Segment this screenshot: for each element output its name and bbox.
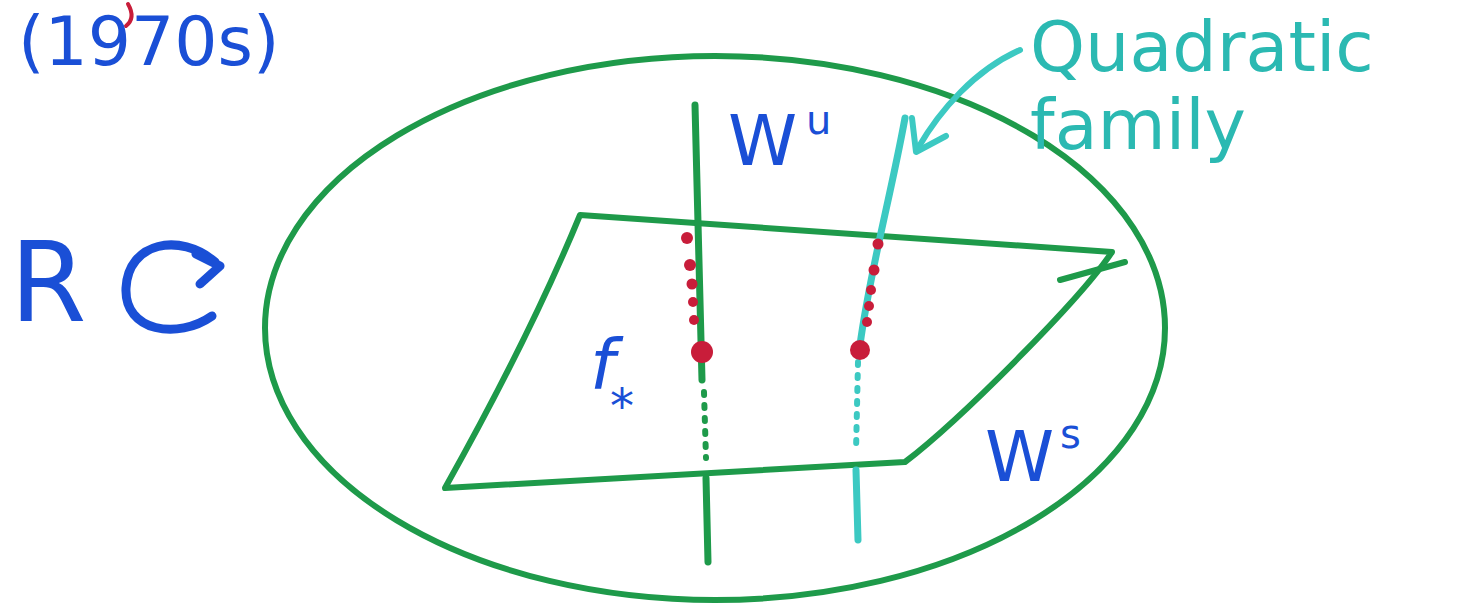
family-label: Quadratic family — [1030, 8, 1470, 165]
manifold-superscript: s — [1060, 414, 1081, 454]
quadratic-family-hidden — [856, 362, 858, 452]
manifold-superscript: u — [806, 100, 831, 140]
action-arrowhead — [196, 254, 220, 284]
unstable-manifold — [706, 478, 708, 562]
manifold-name: W — [985, 422, 1054, 492]
leader-arrow — [918, 50, 1020, 148]
family-orbit — [850, 239, 884, 361]
surface-edge — [1060, 262, 1125, 280]
date-note: (1970s) — [18, 8, 280, 76]
leader-arrowhead — [912, 118, 946, 152]
quadratic-family-curve — [856, 470, 858, 540]
renormalization-orbit — [681, 232, 713, 363]
fixed-point-subscript: * — [610, 382, 634, 430]
operator-name: R — [10, 228, 86, 338]
quadratic-family-curve — [860, 118, 905, 345]
unstable-manifold-hidden — [704, 392, 706, 458]
unstable-manifold — [695, 105, 702, 380]
manifold-name: W — [728, 106, 797, 176]
